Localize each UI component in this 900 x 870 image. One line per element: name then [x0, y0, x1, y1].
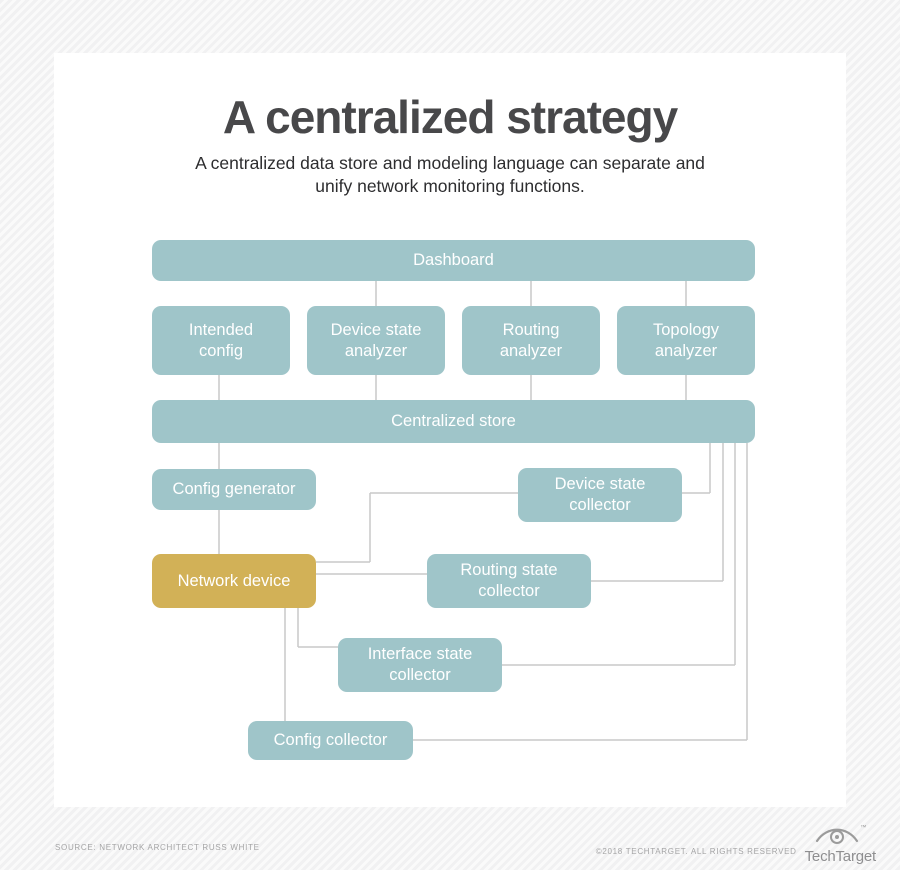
node-label: Routing analyzer	[499, 320, 563, 360]
node-label: Network device	[177, 571, 291, 590]
node-label: Config generator	[172, 480, 296, 498]
node-dashboard: Dashboard	[152, 240, 755, 281]
source-credit: SOURCE: NETWORK ARCHITECT RUSS WHITE	[55, 843, 260, 852]
node-routing-analyzer: Routing analyzer	[462, 306, 600, 375]
node-network-device: Network device	[152, 554, 316, 608]
page-subtitle: A centralized data store and modeling la…	[195, 153, 705, 196]
node-label: Topology analyzer	[652, 320, 720, 360]
node-topology-analyzer: Topology analyzer	[617, 306, 755, 375]
node-routing-state-collector: Routing state collector	[427, 554, 591, 608]
eye-target-icon: ™	[814, 825, 866, 848]
page-title: A centralized strategy	[222, 91, 678, 143]
node-label: Dashboard	[413, 251, 494, 269]
node-device-state-analyzer: Device state analyzer	[307, 306, 445, 375]
node-label: Routing state collector	[460, 561, 558, 600]
node-label: Intended config	[188, 320, 254, 360]
node-intended-config: Intended config	[152, 306, 290, 375]
techtarget-logo: ™ TechTarget	[804, 825, 877, 865]
node-interface-state-collector: Interface state collector	[338, 638, 502, 692]
copyright-text: ©2018 TECHTARGET. ALL RIGHTS RESERVED	[595, 846, 797, 856]
node-centralized-store: Centralized store	[152, 400, 755, 443]
footer-right: ©2018 TECHTARGET. ALL RIGHTS RESERVED ™ …	[596, 824, 876, 864]
node-label: Device state analyzer	[330, 320, 422, 360]
brand-name: TechTarget	[804, 847, 877, 865]
trademark-symbol: ™	[860, 824, 867, 831]
node-label: Config collector	[273, 731, 388, 749]
node-config-generator: Config generator	[152, 469, 316, 510]
node-label: Device state collector	[554, 475, 646, 514]
node-config-collector: Config collector	[248, 721, 413, 760]
node-label: Centralized store	[391, 412, 516, 430]
node-device-state-collector: Device state collector	[518, 468, 682, 522]
node-label: Interface state collector	[367, 645, 473, 684]
